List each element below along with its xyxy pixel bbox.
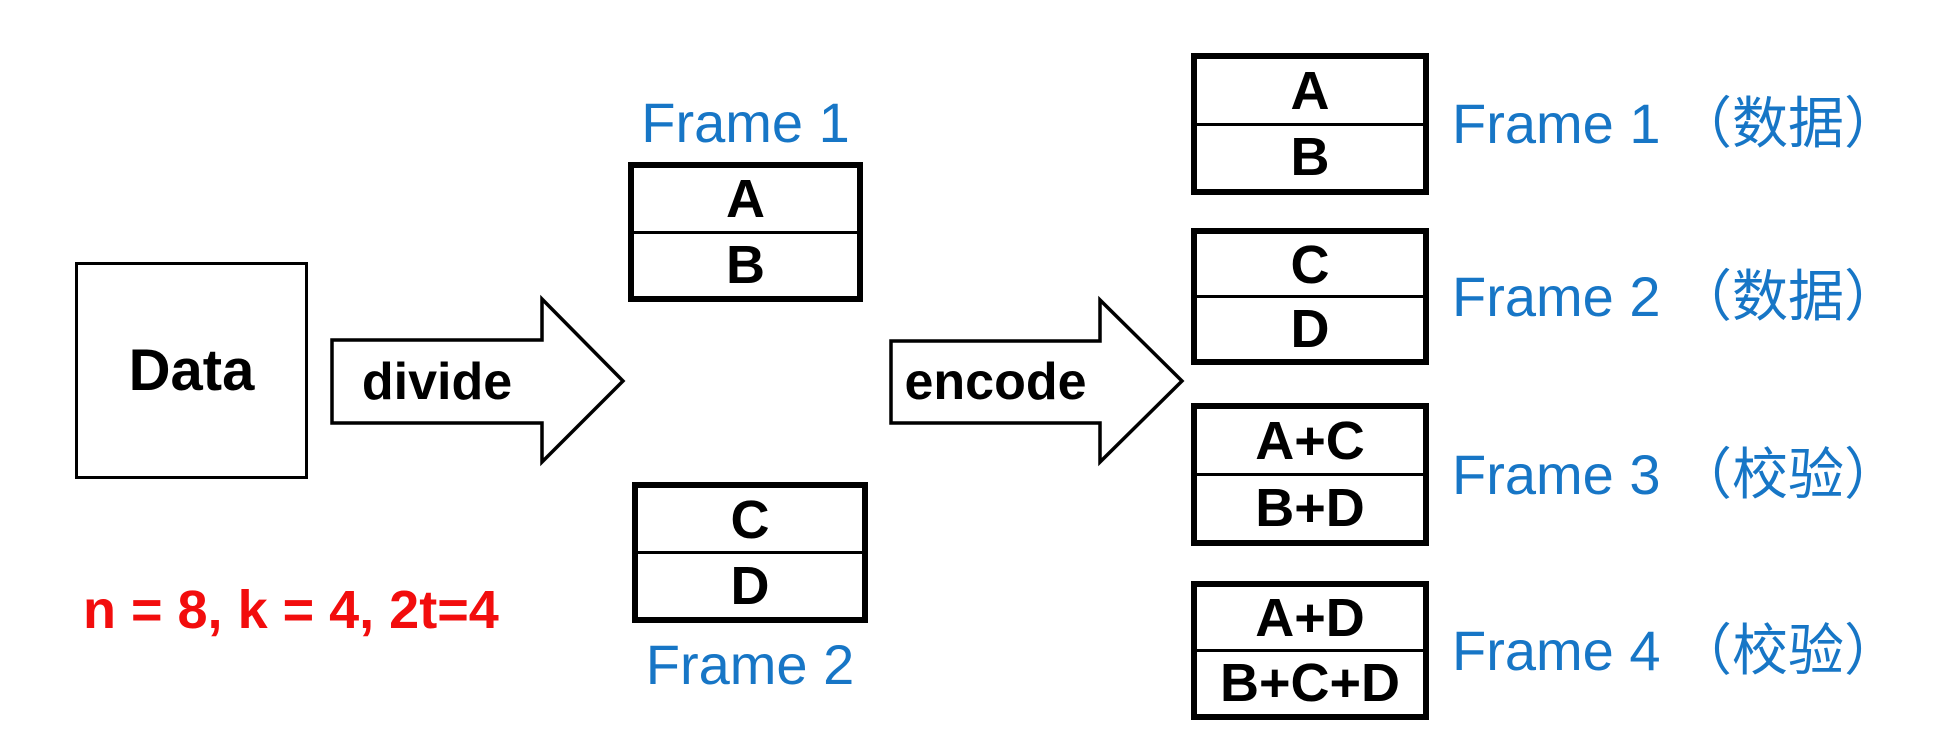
encoded-frame-1-row-2: B (1290, 127, 1330, 188)
encoded-frame-4-label: Frame 4 （校验） (1452, 618, 1901, 682)
encoded-frame-1-label: Frame 1 （数据） (1452, 92, 1901, 155)
encoded-frame-1-row-1: A (1197, 59, 1423, 126)
code-parameters-text: n = 8, k = 4, 2t=4 (83, 580, 499, 640)
mid-frame-1-row-b: B (726, 234, 765, 295)
mid-frame-2-title: Frame 2 (645, 633, 855, 696)
encoded-frame-3-row-1: A+C (1197, 409, 1423, 476)
encode-arrow-label: encode (904, 353, 1087, 411)
encoded-frame-4-row-2: B+C+D (1219, 653, 1401, 713)
data-source-box: Data (75, 262, 308, 479)
encoded-frame-4-box: A+D B+C+D (1191, 581, 1429, 720)
divide-arrow-label: divide (361, 352, 513, 411)
mid-frame-2-row-d: D (730, 555, 770, 616)
encoded-frame-2-row-1: C (1197, 234, 1423, 298)
mid-frame-1-row-a: A (634, 168, 857, 234)
encoded-frame-3-box: A+C B+D (1191, 403, 1429, 546)
mid-frame-2-row-c: C (638, 488, 862, 554)
encoded-frame-2-label: Frame 2 （数据） (1452, 264, 1901, 328)
encoded-frame-3-row-2: B+D (1255, 478, 1365, 538)
mid-frame-2-box: C D (632, 482, 868, 623)
encoded-frame-3-label: Frame 3 （校验） (1452, 442, 1901, 506)
data-source-label: Data (128, 338, 255, 403)
mid-frame-1-title: Frame 1 (641, 91, 850, 154)
mid-frame-1-box: A B (628, 162, 863, 302)
encoded-frame-1-box: A B (1191, 53, 1429, 195)
encoded-frame-2-row-2: D (1290, 298, 1330, 359)
encoded-frame-4-row-1: A+D (1197, 587, 1423, 652)
encoded-frame-2-box: C D (1191, 228, 1429, 365)
